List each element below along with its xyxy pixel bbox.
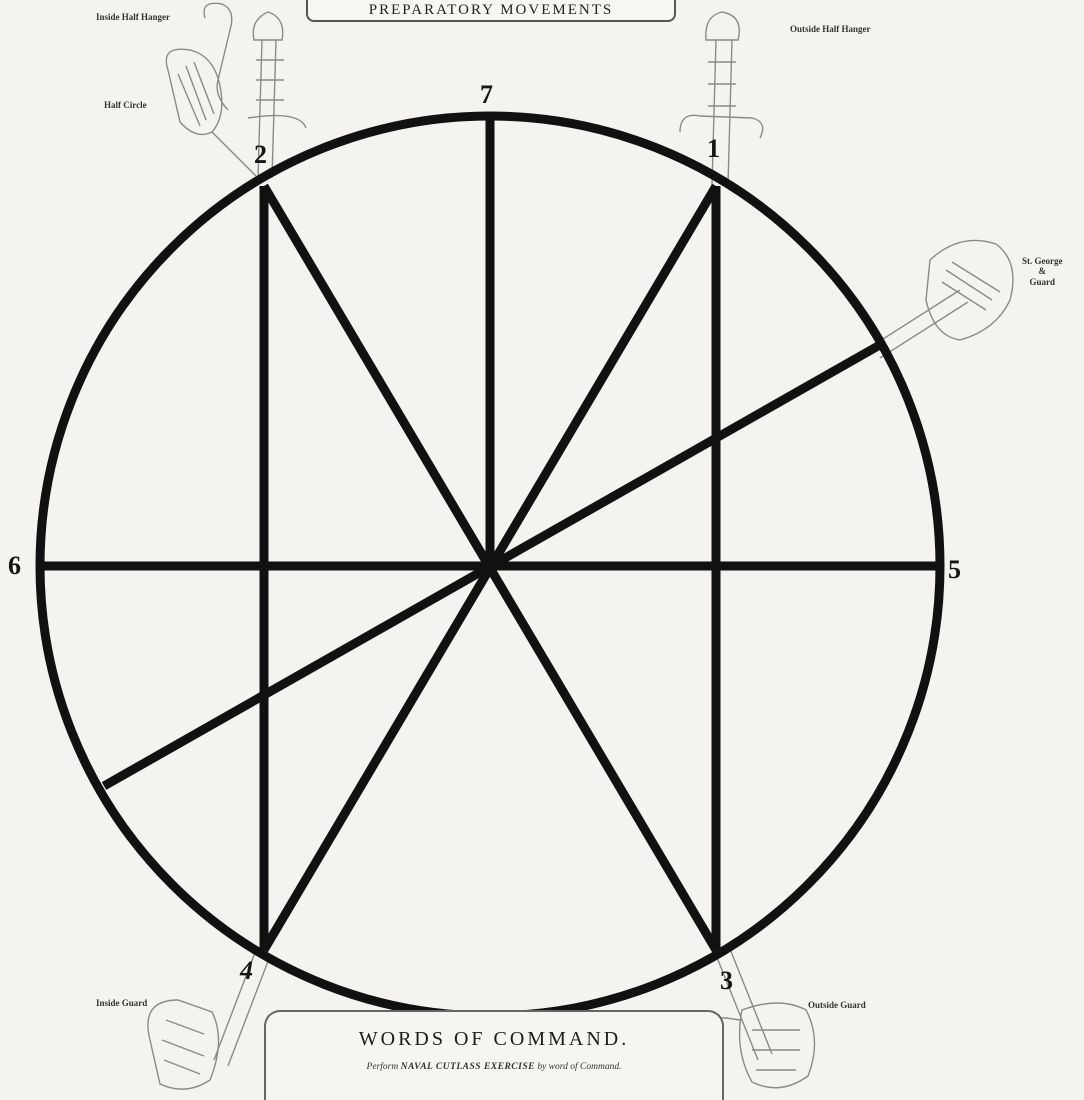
number-7: 7 [480,82,493,108]
words-of-command-panel: WORDS OF COMMAND. Perform NAVAL CUTLASS … [264,1010,724,1100]
words-of-command-title: WORDS OF COMMAND. [266,1028,722,1051]
label-st-george-line3: Guard [1022,277,1063,287]
subtitle-emphasis: NAVAL CUTLASS EXERCISE [401,1062,535,1072]
number-1: 1 [707,136,720,162]
sword-st-george-guard [872,240,1013,358]
number-2: 2 [254,142,267,168]
label-st-george-guard: St. George & Guard [1022,256,1063,287]
number-3: 3 [720,968,733,994]
number-6: 6 [8,553,21,579]
sword-outside-half-hanger [680,12,763,185]
label-half-circle: Half Circle [104,100,147,110]
label-outside-half-hanger: Outside Half Hanger [790,24,871,34]
label-inside-half-hanger: Inside Half Hanger [96,12,170,22]
subtitle-suffix: by word of Command. [537,1062,621,1072]
title-banner: PREPARATORY MOVEMENTS [306,0,676,22]
subtitle-prefix: Perform [367,1062,399,1072]
label-inside-guard: Inside Guard [96,998,147,1008]
cut-lines [40,116,940,1016]
label-st-george-line2: & [1022,266,1063,276]
label-st-george-line1: St. George [1022,256,1063,266]
number-5: 5 [948,557,961,583]
label-outside-guard: Outside Guard [808,1000,866,1010]
sword-half-circle [166,49,256,176]
number-4: 4 [240,958,253,984]
words-of-command-subtitle: Perform NAVAL CUTLASS EXERCISE by word o… [266,1062,722,1072]
